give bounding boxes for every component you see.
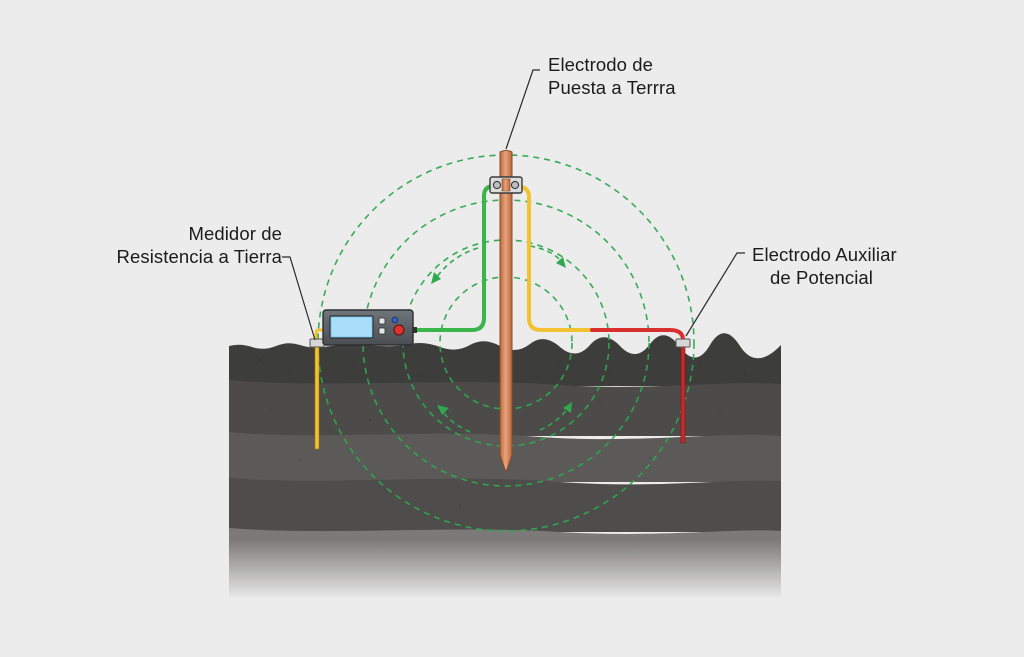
copper-ground-rod-icon: [489, 150, 523, 474]
meter-button-red: [393, 324, 405, 336]
meter-button: [378, 327, 386, 335]
leader-meter: [282, 256, 316, 341]
red-wire: [590, 328, 685, 342]
meter-label-line1: Medidor de: [188, 223, 282, 244]
green-wire: [411, 184, 496, 332]
yellow-wire-rod: [517, 185, 594, 332]
meter-plug: [412, 327, 417, 333]
arrow-upper-right: [529, 245, 563, 263]
meter-label: Medidor de Resistencia a Tierra: [70, 222, 282, 268]
field-arrowheads: [431, 257, 572, 415]
ground-electrode-label-line2: Puesta a Terrra: [548, 77, 676, 98]
callout-leaders: [282, 69, 745, 341]
arrowhead-upper-left: [431, 272, 441, 284]
soil-fade: [229, 540, 781, 600]
soil-layer-4: [229, 478, 781, 532]
meter-button-blue: [391, 316, 399, 324]
field-arrows: [435, 245, 569, 433]
ground-electrode-label: Electrodo de Puesta a Terrra: [548, 53, 676, 99]
right-aux-stake: [675, 338, 691, 444]
yellow-wire-meter: [314, 328, 326, 342]
earth-resistance-tester-icon: [322, 309, 417, 346]
aux-electrode-label: Electrodo Auxiliar de Potencial: [752, 243, 897, 289]
leader-ground-electrode: [505, 69, 540, 150]
ground-electrode-label-line1: Electrodo de: [548, 54, 654, 75]
rod-clamp-icon: [489, 176, 523, 194]
arrow-upper-left: [435, 247, 479, 279]
aux-electrode-label-line1: Electrodo Auxiliar: [752, 244, 897, 265]
arrow-lower-left: [441, 410, 471, 433]
aux-electrode-label-line2: de Potencial: [770, 267, 874, 288]
meter-label-line2: Resistencia a Tierra: [116, 246, 282, 267]
arrow-lower-right: [539, 407, 569, 431]
leader-aux-electrode: [685, 252, 745, 337]
arrowhead-upper-right: [556, 257, 566, 268]
meter-button: [378, 317, 386, 325]
ground-rod-shaft: [499, 150, 513, 474]
arrowhead-lower-left: [437, 405, 449, 415]
arrowhead-lower-right: [563, 402, 572, 413]
